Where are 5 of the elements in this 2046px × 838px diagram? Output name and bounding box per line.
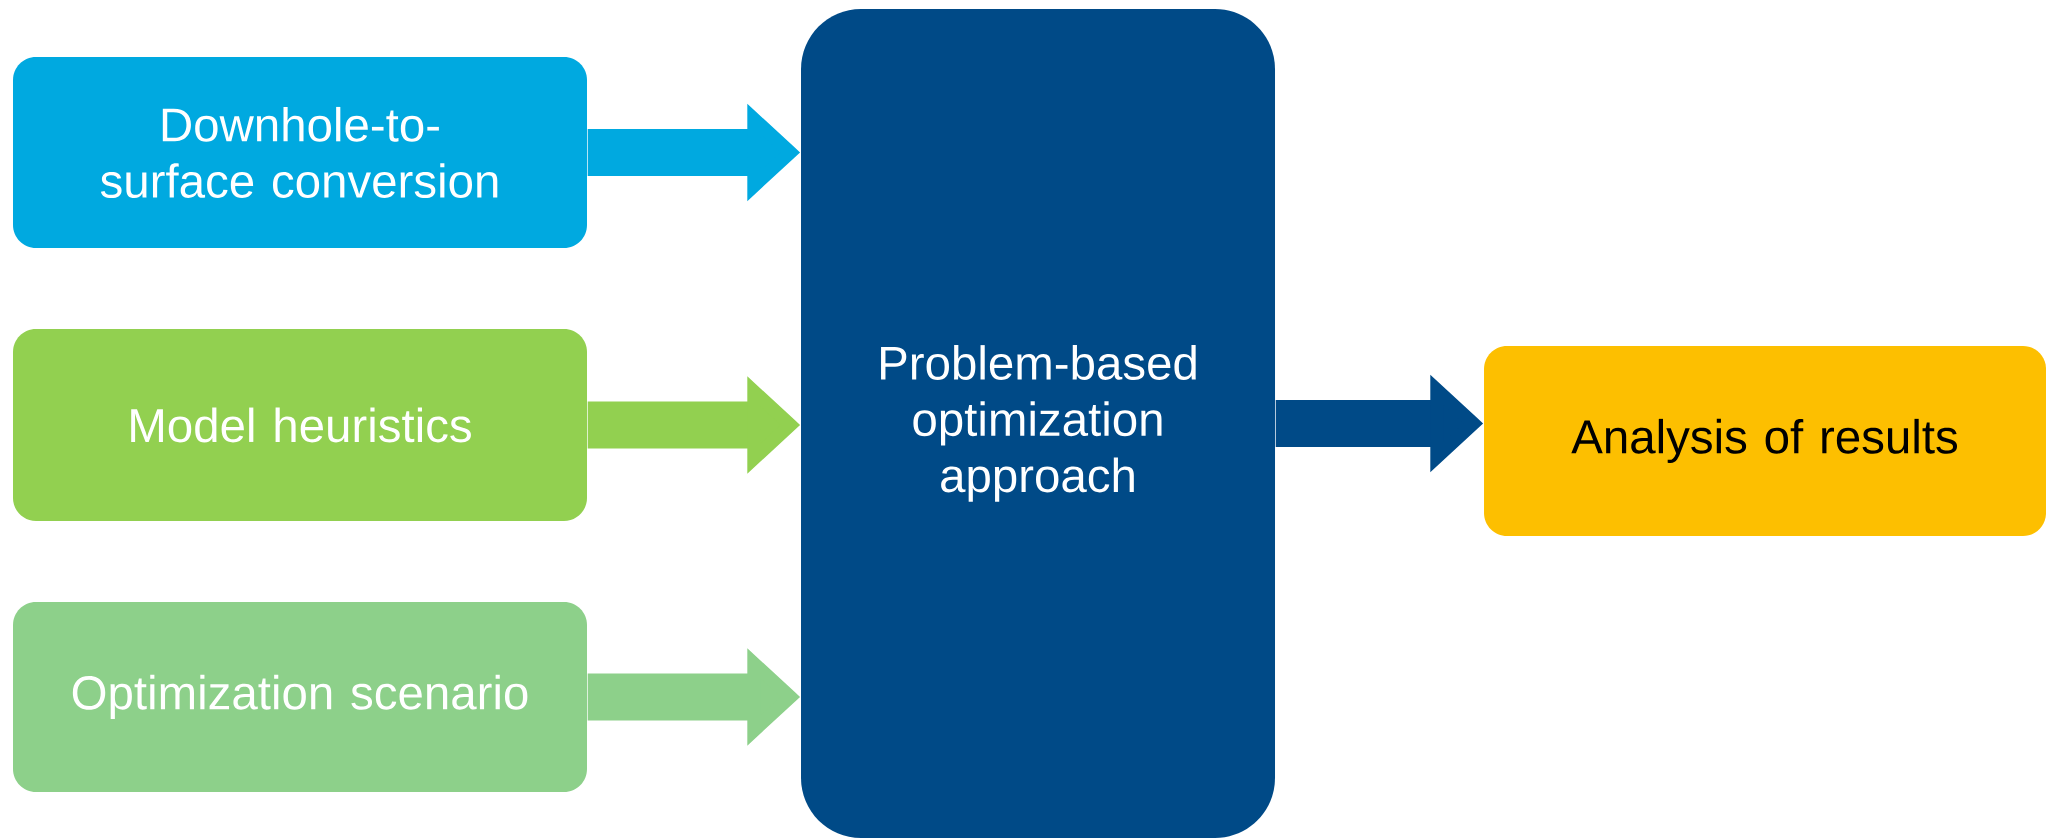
- process-box: Downhole-to-surface conversion: [13, 57, 587, 248]
- process-box: Model heuristics: [13, 329, 587, 521]
- process-box: Problem-based optimization approach: [801, 8, 1275, 838]
- process-box: Optimization scenario: [13, 602, 587, 792]
- process-box: Analysis of results: [1484, 346, 2046, 536]
